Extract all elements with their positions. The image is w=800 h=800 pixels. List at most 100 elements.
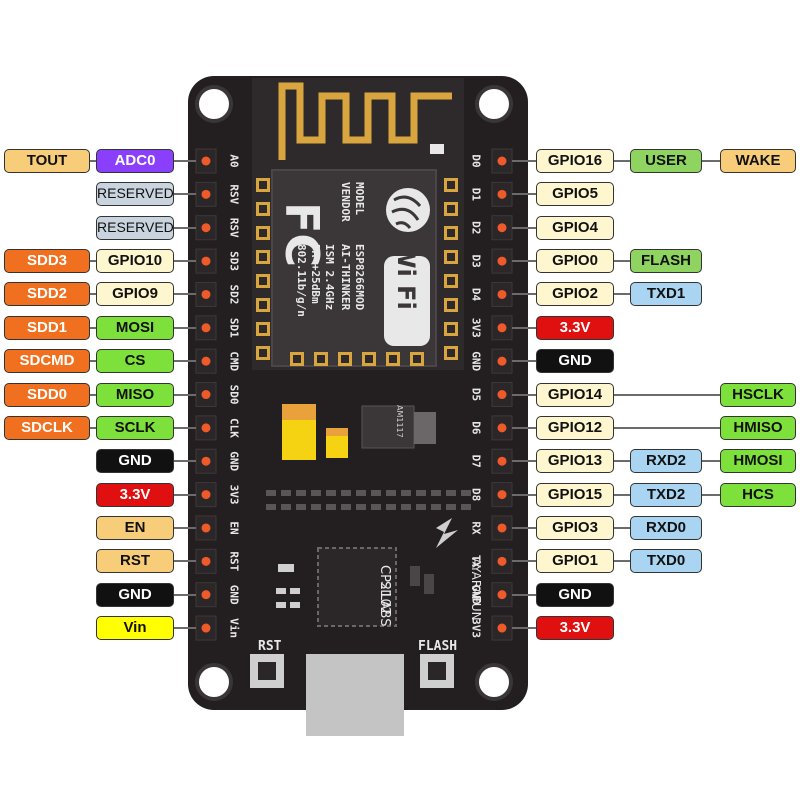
smd-resistor [290,588,300,594]
smd-component [446,504,456,510]
module-model-label: MODEL [353,182,366,215]
connector-line [174,460,196,463]
pin-label-mosi: MOSI [96,315,174,340]
module-ism-label: ISM 2.4GHz [323,244,336,310]
module-pads-right [444,178,458,360]
module-pad-hole [365,355,373,363]
module-pad-hole [447,181,455,189]
module-pads-left [256,178,270,360]
tantalum-capacitor-band [282,404,316,420]
header-pin-dot [497,456,507,466]
pin-label-user: USER [630,149,702,173]
pin-label-sdd1: SDD1 [4,315,90,340]
connector-line [174,426,196,429]
silkscreen-pin-label: Vin [228,618,241,638]
silkscreen-pin-label: D7 [470,455,483,468]
connector-line [512,193,536,196]
smd-component [401,504,411,510]
silkscreen-pin-label: TX [470,555,483,569]
smd-component [341,504,351,510]
smd-component [356,504,366,510]
smd-component [326,490,336,496]
pin-label-3-3v: 3.3V [536,616,614,641]
silkscreen-pin-label: D1 [470,188,483,202]
connector-line [512,326,536,329]
module-text: MODEL VENDOR ESP8266MOD AI-THINKER ISM 2… [295,182,366,317]
pin-label-gpio9: GPIO9 [96,282,174,307]
silkscreen-pin-label: EN [228,521,241,534]
header-pin-dot [497,490,507,500]
pin-label-txd1: TXD1 [630,282,702,307]
pin-label-sdd0: SDD0 [4,382,90,407]
header-pin-dot [201,156,211,166]
connector-line [512,160,536,162]
smd-component [416,504,426,510]
connector-line [90,293,96,296]
silkscreen-pin-label: RST [228,551,241,571]
connector-line [174,326,196,329]
connector-line [702,160,720,162]
header-pin-dot [201,256,211,266]
pin-label-gpio14: GPIO14 [536,382,614,407]
connector-line [512,493,536,496]
pin-label-gpio5: GPIO5 [536,182,614,207]
pin-label-miso: MISO [96,382,174,407]
connector-line [174,627,196,630]
flash-button-cap[interactable] [428,662,446,680]
module-pad-hole [447,325,455,333]
pin-label-sdd2: SDD2 [4,282,90,307]
module-pad-hole [447,301,455,309]
connector-line [614,460,630,463]
connector-line [174,293,196,296]
brand-label: AYARAFUN [469,558,483,621]
header-pin-dot [201,623,211,633]
module-pa-label: PA +25dBm [309,244,322,304]
pin-label-gnd: GND [96,449,174,474]
smd-component [410,566,420,586]
module-pad-hole [259,181,267,189]
header-pin-dot [201,590,211,600]
pin-label-reserved: RESERVED [96,215,174,240]
rst-button-label: RST [258,639,282,654]
connector-line [174,360,196,363]
connector-line [512,426,536,429]
connector-line [174,226,196,229]
rst-button-cap[interactable] [258,662,276,680]
smd-component [341,490,351,496]
smd-component [311,490,321,496]
header-pin-dot [201,423,211,433]
connector-line [614,393,720,396]
module-vendor-label: VENDOR [339,182,352,222]
pin-label-sclk: SCLK [96,415,174,440]
connector-line [614,293,630,296]
connector-line [512,293,536,296]
pin-label-gpio12: GPIO12 [536,415,614,440]
connector-line [90,393,96,396]
connector-line [512,627,536,630]
pin-label-flash: FLASH [630,249,702,274]
pin-label-gnd: GND [536,582,614,607]
small-capacitor-band [326,428,348,436]
connector-line [614,493,630,496]
smd-component [281,504,291,510]
silkscreen-pin-label: D6 [470,421,483,435]
connector-line [90,160,96,162]
connector-line [174,160,196,162]
header-pin-dot [201,490,211,500]
header-pin-dot [497,289,507,299]
header-pin-dot [497,590,507,600]
connector-line [614,526,630,529]
mounting-hole [195,663,233,701]
header-pin-dot [201,523,211,533]
pin-label-sdclk: SDCLK [4,415,90,440]
silkscreen-pin-label: CLK [228,418,241,438]
fc-logo: FC [275,202,329,267]
header-pin-dot [497,356,507,366]
connector-line [614,260,630,263]
smd-component [386,490,396,496]
mounting-hole [475,85,513,123]
regulator-label: AM1117 [395,405,404,438]
connector-line [90,360,96,363]
espressif-logo-swirl [391,195,422,229]
